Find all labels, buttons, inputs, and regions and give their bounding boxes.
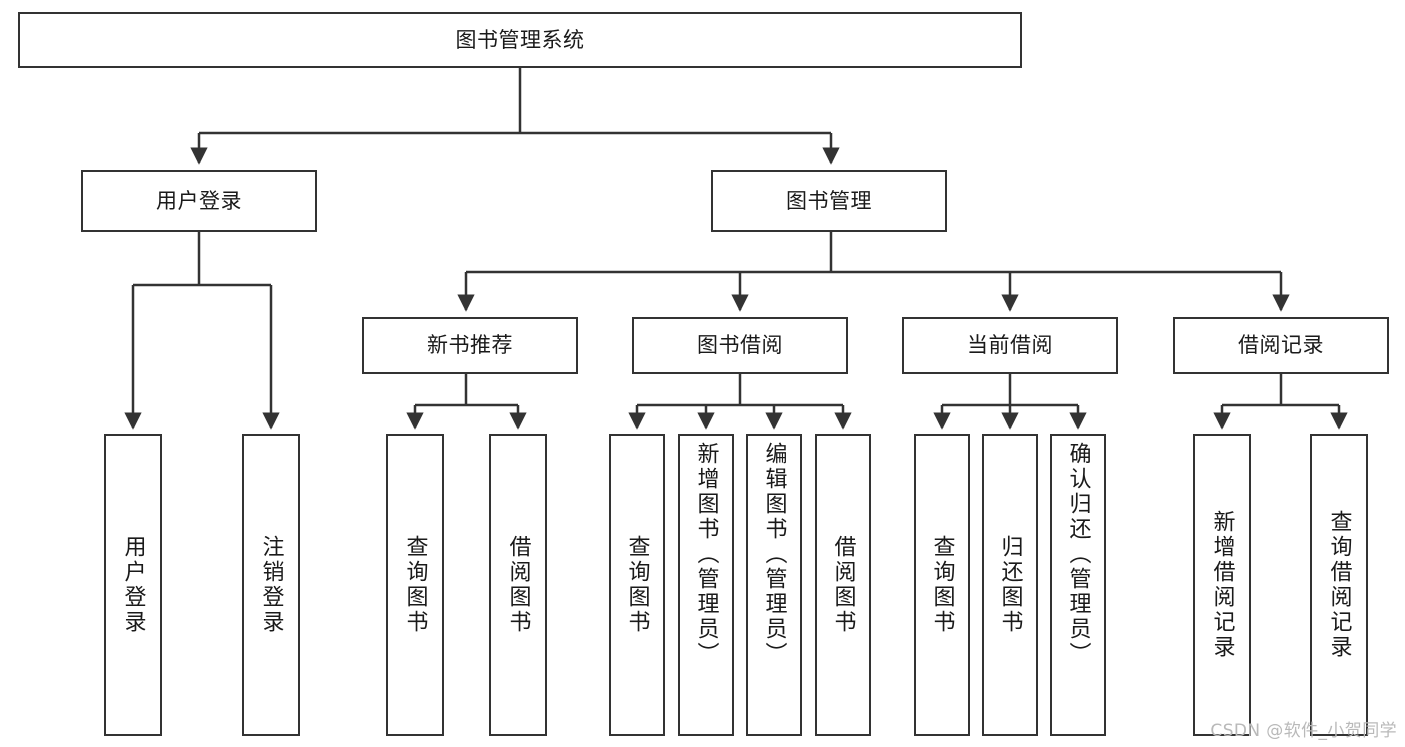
node-current-borrow-label: 当前借阅 xyxy=(967,333,1053,358)
node-root-label: 图书管理系统 xyxy=(455,27,585,52)
node-book-management[interactable]: 图书管理 xyxy=(711,170,947,232)
csdn-watermark: CSDN @软件_小贺同学 xyxy=(1210,721,1397,741)
leaf-book-borrow-add-label: 新增图书（管理员） xyxy=(693,442,719,667)
leaf-book-borrow-borrow-label: 借阅图书 xyxy=(830,535,856,635)
leaf-borrow-record-query-label: 查询借阅记录 xyxy=(1326,510,1352,660)
leaf-user-login-logout-label: 注销登录 xyxy=(258,535,284,635)
leaf-user-login-login[interactable]: 用户登录 xyxy=(104,434,162,736)
leaf-new-book-borrow[interactable]: 借阅图书 xyxy=(489,434,547,736)
leaf-current-borrow-query[interactable]: 查询图书 xyxy=(914,434,970,736)
leaf-book-borrow-query-label: 查询图书 xyxy=(624,535,650,635)
node-borrow-record[interactable]: 借阅记录 xyxy=(1173,317,1389,374)
node-new-book-recommend[interactable]: 新书推荐 xyxy=(362,317,578,374)
node-current-borrow[interactable]: 当前借阅 xyxy=(902,317,1118,374)
leaf-borrow-record-add-label: 新增借阅记录 xyxy=(1209,510,1235,660)
node-new-book-recommend-label: 新书推荐 xyxy=(427,333,513,358)
leaf-new-book-borrow-label: 借阅图书 xyxy=(505,535,531,635)
leaf-current-borrow-confirm-return-label: 确认归还（管理员） xyxy=(1065,442,1091,667)
leaf-book-borrow-add[interactable]: 新增图书（管理员） xyxy=(678,434,734,736)
node-user-login[interactable]: 用户登录 xyxy=(81,170,317,232)
node-borrow-record-label: 借阅记录 xyxy=(1238,333,1324,358)
leaf-borrow-record-add[interactable]: 新增借阅记录 xyxy=(1193,434,1251,736)
leaf-book-borrow-edit[interactable]: 编辑图书（管理员） xyxy=(746,434,802,736)
leaf-user-login-logout[interactable]: 注销登录 xyxy=(242,434,300,736)
node-root[interactable]: 图书管理系统 xyxy=(18,12,1022,68)
leaf-book-borrow-edit-label: 编辑图书（管理员） xyxy=(761,442,787,667)
leaf-book-borrow-borrow[interactable]: 借阅图书 xyxy=(815,434,871,736)
leaf-borrow-record-query[interactable]: 查询借阅记录 xyxy=(1310,434,1368,736)
leaf-current-borrow-return[interactable]: 归还图书 xyxy=(982,434,1038,736)
leaf-current-borrow-confirm-return[interactable]: 确认归还（管理员） xyxy=(1050,434,1106,736)
leaf-user-login-login-label: 用户登录 xyxy=(120,535,146,635)
node-book-borrow[interactable]: 图书借阅 xyxy=(632,317,848,374)
node-book-management-label: 图书管理 xyxy=(786,188,872,213)
leaf-new-book-query-label: 查询图书 xyxy=(402,535,428,635)
leaf-current-borrow-return-label: 归还图书 xyxy=(997,535,1023,635)
node-book-borrow-label: 图书借阅 xyxy=(697,333,783,358)
node-user-login-label: 用户登录 xyxy=(156,188,242,213)
leaf-current-borrow-query-label: 查询图书 xyxy=(929,535,955,635)
leaf-new-book-query[interactable]: 查询图书 xyxy=(386,434,444,736)
leaf-book-borrow-query[interactable]: 查询图书 xyxy=(609,434,665,736)
